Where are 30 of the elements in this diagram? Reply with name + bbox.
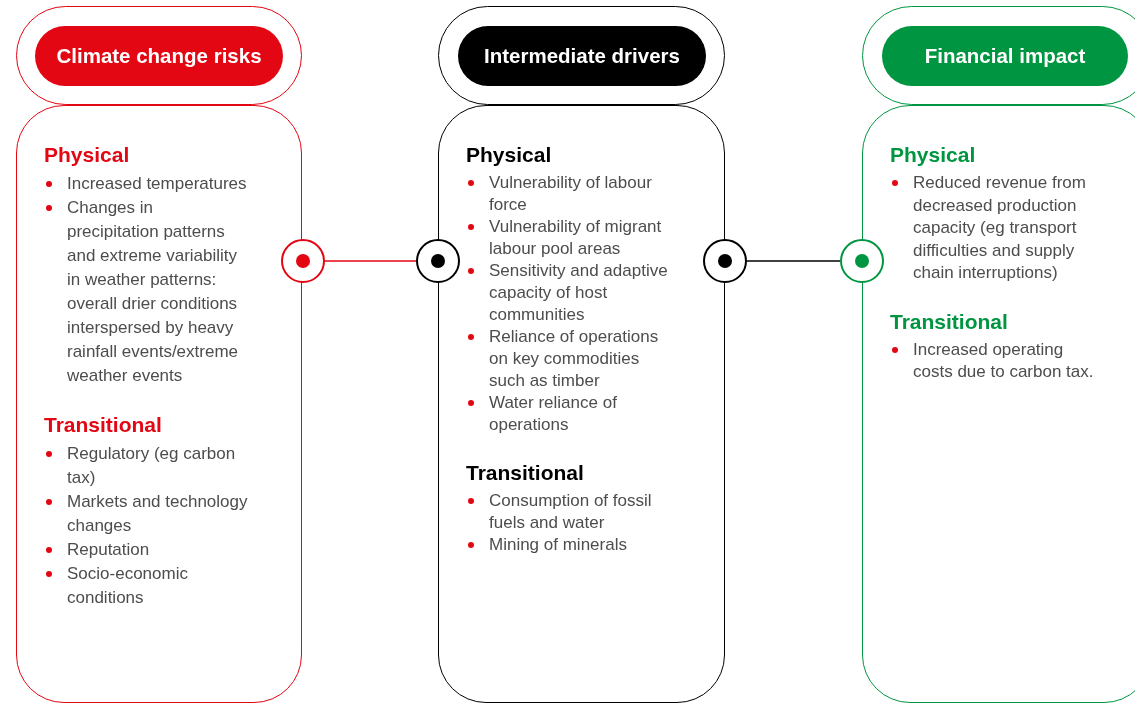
connector-circle <box>840 239 884 283</box>
section-heading: Transitional <box>466 460 584 486</box>
connector-circle <box>416 239 460 283</box>
section-heading: Physical <box>890 142 976 168</box>
bullet-item: Changes in precipitation patterns and extreme variability in weather patterns: overall drier conditions interspersed by heavy rainfall events/extreme weather events <box>44 196 249 388</box>
bullet-item: Vulnerability of labour force <box>466 172 679 216</box>
section-heading: Transitional <box>44 412 162 438</box>
bullet-item: Water reliance of operations <box>466 392 679 436</box>
bullet-item: Sensitivity and adaptive capacity of host communities <box>466 260 679 326</box>
bullet-item: Regulatory (eg carbon tax) <box>44 442 249 490</box>
bullet-item: Increased temperatures <box>44 172 249 196</box>
section-heading: Physical <box>44 142 130 168</box>
bullet-item: Reliance of operations on key commodities such as timber <box>466 326 679 392</box>
section-heading: Physical <box>466 142 552 168</box>
connector-line <box>746 260 841 262</box>
header-pill: Financial impact <box>882 26 1128 86</box>
bullet-item: Socio-economic conditions <box>44 562 249 610</box>
bullet-item: Markets and technology changes <box>44 490 249 538</box>
bullet-item: Increased operating costs due to carbon tax. <box>890 338 1101 384</box>
bullet-item: Reduced revenue from decreased production capacity (eg transport difficulties and supply chain interruptions) <box>890 172 1101 285</box>
header-pill: Intermediate drivers <box>458 26 706 86</box>
connector-line <box>324 260 417 262</box>
bullet-item: Vulnerability of migrant labour pool areas <box>466 216 679 260</box>
bullet-item: Reputation <box>44 538 249 562</box>
section-heading: Transitional <box>890 308 1008 335</box>
connector-circle <box>281 239 325 283</box>
bullet-item: Mining of minerals <box>466 534 679 556</box>
connector-circle <box>703 239 747 283</box>
bullet-item: Consumption of fossil fuels and water <box>466 490 679 534</box>
header-pill: Climate change risks <box>35 26 283 86</box>
